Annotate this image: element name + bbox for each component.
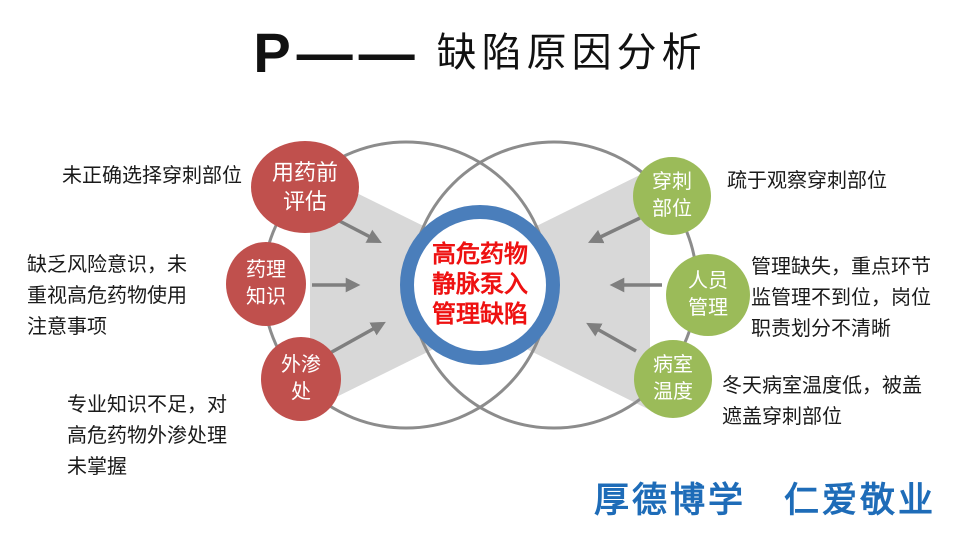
note-left-3: 专业知识不足，对 高危药物外渗处理 未掌握 [67,394,227,478]
cause-bubble-label: 外渗 处 [281,354,321,403]
center-problem-circle: 高危药物 静脉泵入 管理缺陷 [400,205,560,365]
cause-bubble-label: 用药前 评估 [271,160,338,214]
cause-bubble-label: 病室 温度 [653,354,693,403]
cause-bubble-puncture-site: 穿刺 部位 [633,157,711,235]
note-left-2: 缺乏风险意识，未 重视高危药物使用 注意事项 [27,254,187,338]
note-right-3: 冬天病室温度低，被盖 遮盖穿刺部位 [722,375,922,428]
title-prefix: P—— [253,21,421,84]
arrows-right-group [586,216,662,353]
title-text: 缺陷原因分析 [436,29,707,75]
cause-bubble-label: 药理 知识 [246,259,286,308]
arrow-icon [586,322,637,353]
cause-bubble-pharmacology-knowledge: 药理 知识 [226,242,306,326]
slide-title: P—— 缺陷原因分析 [0,22,960,84]
arrow-icon [329,321,386,355]
school-motto: 厚德博学 仁爱敬业 [593,480,936,521]
note-right-1: 疏于观察穿刺部位 [727,170,887,192]
cause-bubble-extravasation-site: 外渗 处 [261,337,341,421]
cause-bubble-ward-temperature: 病室 温度 [634,340,712,418]
note-right-2: 管理缺失，重点环节 监管理不到位，岗位 职责划分不清晰 [751,256,931,340]
cause-bubble-personnel-management: 人员 管理 [666,254,750,336]
arrow-icon [588,216,641,244]
cause-bubble-label: 人员 管理 [688,270,728,319]
note-left-1: 未正确选择穿刺部位 [62,165,242,187]
cause-bubble-label: 穿刺 部位 [652,171,692,220]
center-problem-label: 高危药物 静脉泵入 管理缺陷 [432,241,528,328]
cause-bubble-pre-medication-assessment: 用药前 评估 [251,141,359,233]
